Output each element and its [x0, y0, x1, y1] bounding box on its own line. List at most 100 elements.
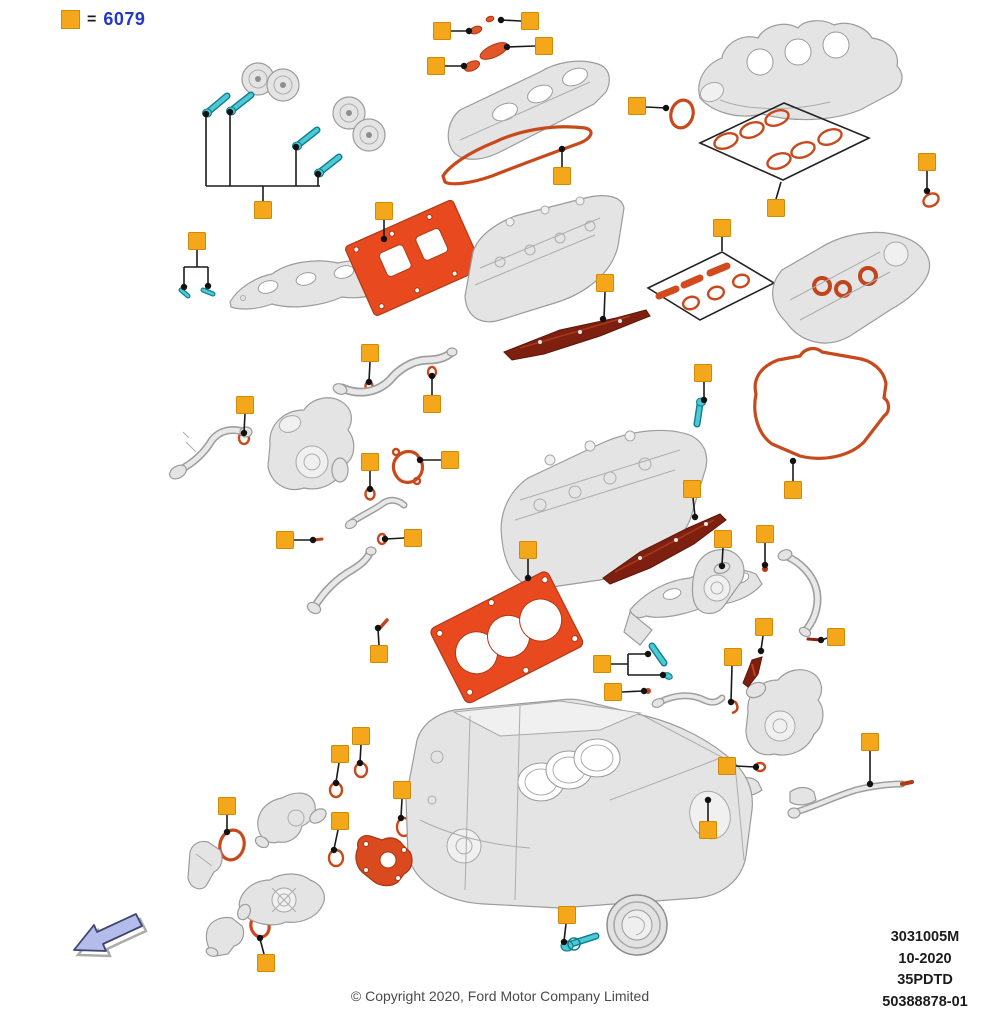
part-marker[interactable] — [405, 530, 422, 547]
part-marker[interactable] — [725, 649, 742, 666]
part-marker[interactable] — [258, 955, 275, 972]
part-marker[interactable] — [757, 526, 774, 543]
leader-line — [244, 414, 245, 432]
part-marker[interactable] — [424, 396, 441, 413]
leader-dot — [366, 379, 372, 385]
leader-dot — [315, 171, 321, 177]
part-marker[interactable] — [362, 454, 379, 471]
part-marker[interactable] — [434, 23, 451, 40]
leader-line — [378, 629, 379, 645]
leader-dot — [293, 144, 299, 150]
part-marker[interactable] — [700, 822, 717, 839]
leader-line — [736, 766, 755, 767]
part-marker[interactable] — [237, 397, 254, 414]
leader-line — [334, 830, 338, 849]
leader-dot — [429, 373, 435, 379]
engine-block-illustration — [406, 699, 752, 908]
part-marker[interactable] — [554, 168, 571, 185]
part-marker[interactable] — [768, 200, 785, 217]
leader-dot — [600, 316, 606, 322]
part-marker[interactable] — [629, 98, 646, 115]
leader-dot — [227, 109, 233, 115]
part-marker[interactable] — [219, 798, 236, 815]
leader-dot — [753, 764, 759, 770]
valve-cover-left-illustration — [448, 61, 609, 159]
ref-doc-number: 3031005M — [858, 927, 992, 949]
cylinder-head-right-illustration — [501, 430, 707, 588]
part-marker[interactable] — [353, 728, 370, 745]
coolant-pipe-illustration — [332, 348, 457, 396]
leader-dot — [559, 146, 565, 152]
part-marker[interactable] — [362, 345, 379, 362]
leader-dot — [719, 563, 725, 569]
part-marker[interactable] — [605, 684, 622, 701]
part-marker[interactable] — [394, 782, 411, 799]
leader-dot — [461, 63, 467, 69]
leader-dot — [867, 781, 873, 787]
part-marker[interactable] — [785, 482, 802, 499]
head-gasket-3bore-illustration — [429, 570, 585, 705]
leader-dot — [310, 537, 316, 543]
leader-line — [604, 292, 605, 318]
leader-dot — [525, 575, 531, 581]
legend-equals: = — [87, 11, 96, 29]
part-marker[interactable] — [376, 203, 393, 220]
leader-dot — [924, 188, 930, 194]
water-pump-gasket-illustration — [356, 836, 412, 886]
part-marker[interactable] — [559, 907, 576, 924]
leader-dot — [224, 829, 230, 835]
leader-line — [386, 538, 404, 539]
part-marker[interactable] — [332, 813, 349, 830]
part-marker[interactable] — [828, 629, 845, 646]
part-marker[interactable] — [684, 481, 701, 498]
part-marker[interactable] — [594, 656, 611, 673]
water-outlet-illustration — [205, 917, 244, 957]
leader-dot — [375, 625, 381, 631]
diagram-legend: = 6079 — [61, 9, 145, 30]
part-marker[interactable] — [520, 542, 537, 559]
part-marker[interactable] — [695, 365, 712, 382]
leader-line — [336, 763, 339, 782]
part-marker[interactable] — [255, 202, 272, 219]
part-marker[interactable] — [332, 746, 349, 763]
gasket-kit-marker-swatch — [61, 10, 80, 29]
crankshaft-pulley-illustration — [607, 895, 667, 955]
part-marker[interactable] — [714, 220, 731, 237]
leader-dot — [758, 648, 764, 654]
part-marker[interactable] — [862, 734, 879, 751]
part-marker[interactable] — [522, 13, 539, 30]
leader-dot — [498, 17, 504, 23]
ref-date: 10-2020 — [858, 949, 992, 971]
turbo-gasket-illustration — [393, 449, 423, 484]
part-marker[interactable] — [715, 531, 732, 548]
back-arrow[interactable] — [74, 914, 146, 956]
leader-dot — [561, 939, 567, 945]
cylinder-head-left-illustration — [465, 196, 624, 322]
part-marker[interactable] — [919, 154, 936, 171]
part-marker[interactable] — [536, 38, 553, 55]
part-marker[interactable] — [189, 233, 206, 250]
part-marker[interactable] — [371, 646, 388, 663]
part-marker[interactable] — [442, 452, 459, 469]
leader-dot — [203, 111, 209, 117]
leader-line — [260, 939, 264, 954]
leader-line — [360, 745, 361, 762]
turbocharger-left-illustration — [268, 398, 354, 490]
leader-dot — [417, 457, 423, 463]
leader-line — [564, 924, 566, 941]
leader-dot — [357, 760, 363, 766]
part-marker[interactable] — [719, 758, 736, 775]
part-marker[interactable] — [597, 275, 614, 292]
leader-dot — [728, 699, 734, 705]
leader-dot — [701, 397, 707, 403]
part-marker[interactable] — [756, 619, 773, 636]
part-marker[interactable] — [428, 58, 445, 75]
lower-intake-gasket-plate-illustration — [648, 252, 774, 320]
leader-dot — [331, 847, 337, 853]
part-marker[interactable] — [277, 532, 294, 549]
leader-line — [622, 691, 643, 692]
legend-part-number[interactable]: 6079 — [103, 9, 145, 30]
oil-drain-pipe-illustration — [777, 548, 818, 639]
water-pipe-small-illustration — [344, 500, 404, 530]
